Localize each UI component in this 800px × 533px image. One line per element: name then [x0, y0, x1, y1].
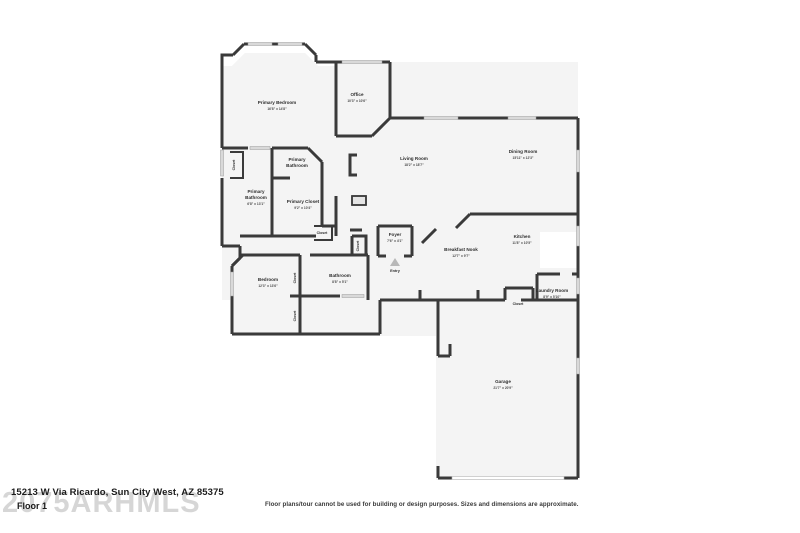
room-dim-kitchen: 11'8" x 10'5" [512, 241, 532, 245]
room-label-primary-bathroom-upper-line1: Primary [288, 157, 306, 162]
wall-closet-east-box [314, 225, 333, 241]
window-garage-east [576, 357, 580, 375]
room-dim-primary-closet: 9'2" x 10'4" [294, 206, 312, 210]
windows-group [220, 42, 580, 480]
wall-dining-kitchen-diag [454, 212, 472, 230]
floor-fill-primary-bedroom [222, 53, 336, 160]
entry-label: Entry [390, 269, 401, 273]
floor-fill-garage [438, 300, 578, 480]
room-label-living-room: Living Room [400, 156, 428, 161]
wall-closet-west-box [230, 151, 244, 179]
property-address: 15213 W Via Ricardo, Sun City West, AZ 8… [11, 487, 224, 498]
room-dim-laundry-room: 8'9" x 5'10" [543, 295, 561, 299]
window-west-primary [220, 149, 224, 177]
closet-label-hall-lower: Closet [293, 310, 297, 322]
closet-label-laundry: Closet [513, 302, 525, 306]
closet-labels-group: Closet Closet Closet Closet Closet Close… [232, 159, 524, 322]
room-dim-primary-bedroom: 16'8" x 14'8" [267, 107, 287, 111]
closet-label-hall-upper: Closet [293, 272, 297, 284]
wall-stub-living-1 [348, 153, 357, 177]
room-label-bathroom: Bathroom [329, 273, 351, 278]
room-label-kitchen: Kitchen [514, 234, 531, 239]
room-label-primary-bathroom-upper-line2: Bathroom [286, 163, 308, 168]
room-labels-group: Primary Bedroom 16'8" x 14'8" Office 10'… [245, 92, 568, 390]
room-dim-garage: 21'7" x 20'9" [493, 386, 513, 390]
room-label-foyer: Foyer [389, 232, 402, 237]
window-dining-top [423, 116, 459, 120]
fixture-living-2 [351, 195, 367, 206]
footer: 15213 W Via Ricardo, Sun City West, AZ 8… [0, 487, 800, 533]
wall-primary-bath-diag [306, 146, 324, 164]
fixture-living-1 [351, 195, 367, 206]
room-label-primary-closet: Primary Closet [287, 199, 320, 204]
window-office-top [341, 60, 383, 64]
window-bay-left [247, 42, 273, 46]
room-dim-office: 10'3" x 10'6" [347, 99, 367, 103]
entry-arrow-icon [390, 258, 400, 266]
window-dining-top-2 [507, 116, 537, 120]
room-dim-primary-bathroom: 6'8" x 13'1" [247, 202, 265, 206]
window-west-bedroom [230, 271, 234, 297]
wall-office-diag [370, 116, 392, 138]
closet-label-primary-east: Closet [317, 231, 329, 235]
garage-door-south [451, 476, 565, 480]
wall-bay-left-diag [231, 42, 246, 57]
window-bay-right [277, 42, 303, 46]
room-dim-foyer: 7'6" x 4'1" [387, 239, 403, 243]
floor-fill-group [222, 53, 578, 480]
closet-label-primary-bath-west: Closet [232, 159, 236, 171]
fixtures-group [351, 195, 367, 206]
room-label-dining-room: Dining Room [509, 149, 538, 154]
window-bathroom-south [341, 294, 365, 298]
room-label-primary-bathroom-lower-line1: Primary [247, 189, 265, 194]
floor-fill-bedroom-angled [232, 255, 300, 336]
wall-primary-bedroom-bay [220, 53, 233, 68]
window-east-kitchen [576, 225, 580, 247]
window-primary-bed-sw [249, 146, 271, 150]
disclaimer-text: Floor plans/tour cannot be used for buil… [265, 501, 579, 508]
wall-nook-diag [420, 227, 438, 245]
room-dim-dining-room: 15'11" x 12'3" [512, 156, 533, 160]
room-label-bedroom: Bedroom [258, 277, 278, 282]
room-dim-living-room: 18'2" x 18'7" [404, 163, 424, 167]
entry-marker-group: Entry [390, 258, 401, 273]
room-label-breakfast-nook: Breakfast Nook [444, 247, 478, 252]
window-east-dining [576, 149, 580, 173]
window-east-laundry [576, 277, 580, 295]
room-label-garage: Garage [495, 379, 511, 384]
room-label-primary-bedroom: Primary Bedroom [258, 100, 297, 105]
wall-closet-foyer-box [352, 234, 368, 255]
wall-bedroom-top-angled [230, 253, 245, 268]
room-dim-bathroom: 8'8" x 5'1" [332, 280, 348, 284]
room-dim-breakfast-nook: 12'7" x 9'7" [452, 254, 470, 258]
room-label-laundry-room: Laundry Room [536, 288, 568, 293]
room-dim-bedroom: 12'3" x 13'6" [258, 284, 278, 288]
floor-label: Floor 1 [17, 501, 48, 511]
wall-bay-right-diag [303, 42, 318, 57]
floor-fill-office [336, 62, 390, 137]
room-label-primary-bathroom-lower-line2: Bathroom [245, 195, 267, 200]
closet-label-bathroom: Closet [356, 240, 360, 252]
room-label-office: Office [350, 92, 363, 97]
